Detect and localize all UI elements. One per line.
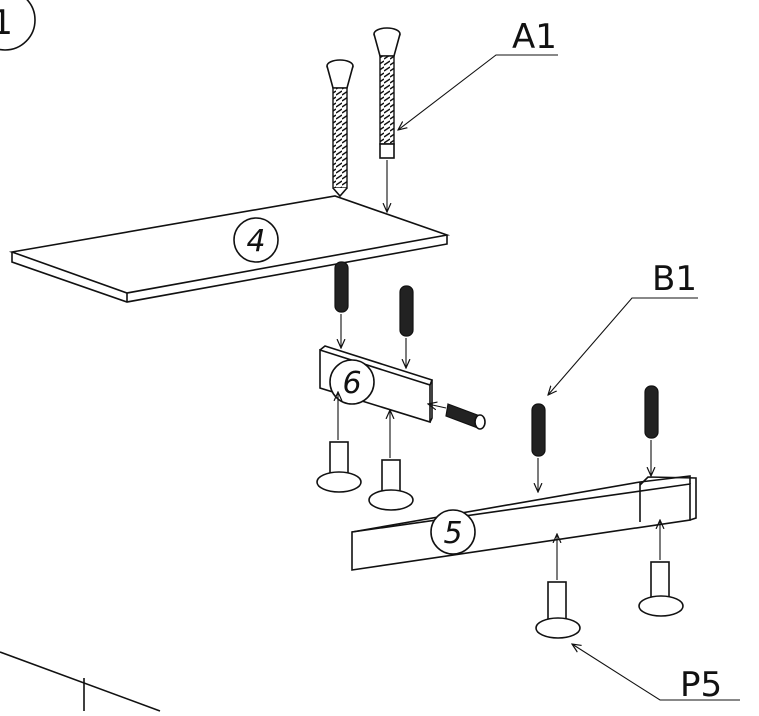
rail-5: 5: [351, 475, 697, 571]
panel-4: 4: [8, 195, 451, 303]
callout-p5: P5: [572, 644, 740, 705]
part-5-number: 5: [443, 516, 462, 551]
part-4-number: 4: [246, 224, 265, 259]
cam-6a: [316, 392, 362, 493]
part-6-number: 6: [342, 366, 361, 401]
dowel-side: [428, 404, 486, 430]
part-4-marker: [233, 217, 279, 263]
cam-5b: [638, 520, 684, 617]
previous-cabinet-edge: [0, 651, 161, 712]
label-a1: A1: [512, 17, 557, 57]
dowel-5b: [644, 385, 659, 476]
step-number: 1: [0, 3, 13, 43]
dowel-6a: [334, 261, 349, 348]
part-5-marker: [430, 509, 476, 555]
step-badge: 1: [0, 0, 36, 51]
screw-right: [373, 27, 401, 212]
block-6: 6: [319, 345, 434, 424]
label-p5: P5: [680, 665, 722, 705]
cam-6b: [368, 410, 414, 511]
label-b1: B1: [652, 259, 697, 299]
dowel-5a: [531, 403, 546, 492]
cam-5a: [535, 534, 581, 639]
step-circle: [0, 0, 36, 51]
screw-left: [326, 59, 354, 250]
dowel-6b: [399, 285, 414, 368]
callout-b1: B1: [548, 259, 698, 395]
callout-a1: A1: [398, 17, 558, 130]
